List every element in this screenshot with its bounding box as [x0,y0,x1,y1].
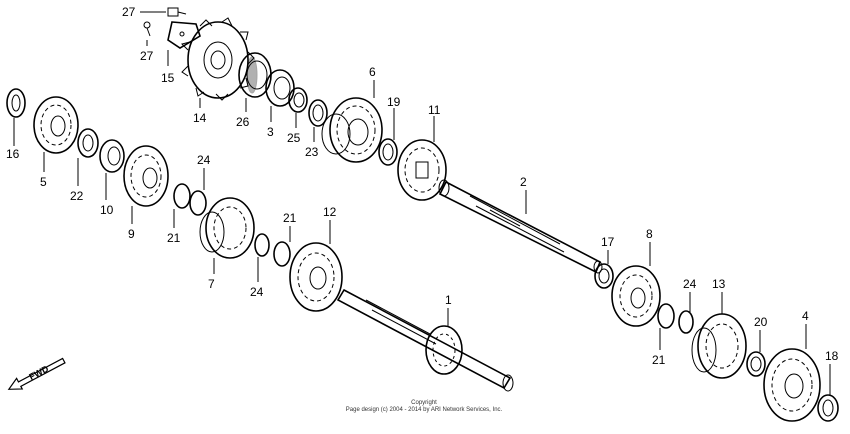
label-27a: 27 [122,5,136,19]
label-24c: 24 [683,277,697,291]
part-19-washer[interactable] [378,138,398,166]
label-9: 9 [128,227,135,241]
label-21a: 21 [167,231,181,245]
label-24a: 24 [197,153,211,167]
part-3-bearing[interactable] [265,69,295,107]
part-18-washer[interactable] [817,394,839,422]
label-21c: 21 [652,353,666,367]
part-8-gear[interactable] [611,265,661,327]
part-10-bushing[interactable] [99,139,125,173]
label-17: 17 [601,235,615,249]
label-19: 19 [387,95,401,109]
label-1: 1 [445,293,452,307]
part-21a-circlip[interactable] [173,183,191,209]
part-1-mainshaft[interactable] [336,288,514,392]
fwd-arrow: FWD [7,357,66,390]
copyright-line-2: Page design (c) 2004 - 2014 by ARI Netwo… [346,407,503,413]
part-11-gear[interactable] [397,139,447,201]
label-25: 25 [287,131,301,145]
label-27b: 27 [140,49,154,63]
label-24b: 24 [250,285,264,299]
leader-lines [13,40,831,395]
part-21b-circlip[interactable] [273,241,291,267]
part-2-countershaft[interactable] [438,179,603,274]
part-9-gear[interactable] [123,145,169,207]
label-23: 23 [305,145,319,159]
part-27-bolt[interactable] [143,7,187,37]
part-24c-washer[interactable] [678,310,694,334]
label-21b: 21 [283,211,297,225]
label-22: 22 [70,189,84,203]
part-17-washer[interactable] [594,263,614,289]
part-number-labels: 27 27 15 14 26 3 25 23 6 19 11 16 5 22 1… [6,5,839,367]
label-15: 15 [161,71,175,85]
part-14-sprocket[interactable] [181,17,255,101]
part-13-gear[interactable] [691,313,747,379]
part-12-gear[interactable] [289,242,343,312]
label-13: 13 [712,277,726,291]
label-12: 12 [323,205,337,219]
part-20-washer[interactable] [746,351,766,377]
part-23-washer[interactable] [308,99,328,127]
label-5: 5 [40,175,47,189]
part-21c-circlip[interactable] [657,303,675,329]
label-4: 4 [802,309,809,323]
part-25-collar[interactable] [288,87,308,113]
label-8: 8 [646,227,653,241]
label-10: 10 [100,203,114,217]
label-11: 11 [428,103,441,117]
part-7-gear[interactable] [199,197,255,259]
part-6-gear[interactable] [321,97,383,163]
label-26: 26 [236,115,250,129]
part-24a-washer[interactable] [189,190,207,216]
label-18: 18 [825,349,839,363]
label-7: 7 [208,277,215,291]
part-16-washer[interactable] [6,88,26,118]
label-20: 20 [754,315,768,329]
label-3: 3 [267,125,274,139]
label-16: 16 [6,147,20,161]
part-4-gear[interactable] [763,348,821,422]
part-22-washer[interactable] [77,128,99,158]
copyright-line-1: Copyright [411,400,437,406]
label-14: 14 [193,111,207,125]
part-24b-washer[interactable] [254,233,270,257]
part-5-gear[interactable] [33,96,79,154]
label-2: 2 [520,175,527,189]
label-6: 6 [369,65,376,79]
